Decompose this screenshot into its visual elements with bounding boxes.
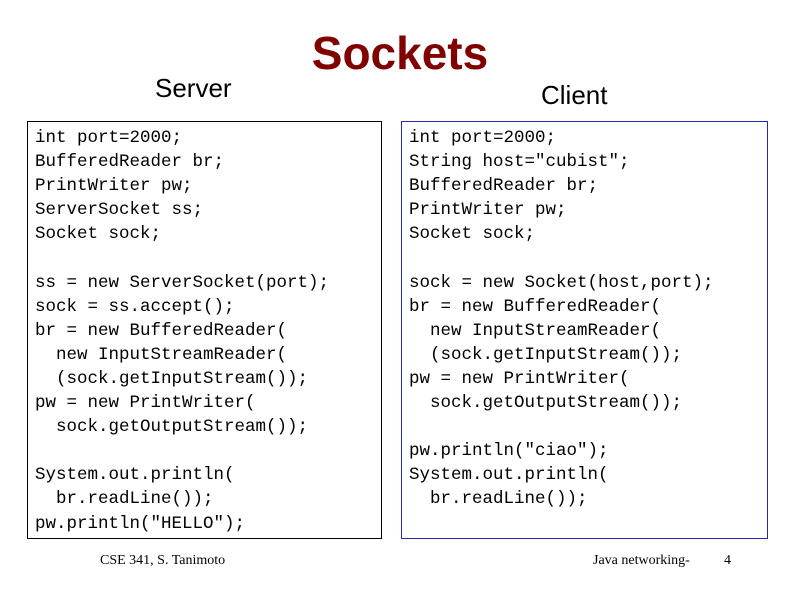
server-code-line: sock = ss.accept(); (35, 296, 235, 317)
server-code-line: new InputStreamReader( (35, 344, 288, 365)
server-code-line: ServerSocket ss; (35, 200, 204, 221)
client-code-line: String host="cubist"; (409, 152, 630, 173)
server-code-line: Socket sock; (35, 224, 162, 245)
server-code-line: sock.getOutputStream()); (35, 417, 309, 438)
server-code-line (35, 246, 381, 270)
slide-title: Sockets (311, 27, 489, 79)
server-code-line: BufferedReader br; (35, 152, 225, 173)
client-code-line (409, 415, 767, 439)
client-code-line: sock.getOutputStream()); (409, 393, 683, 414)
client-code-line (409, 246, 767, 270)
server-code-line: br = new BufferedReader( (35, 320, 288, 341)
client-code-line: BufferedReader br; (409, 176, 599, 197)
client-code-line: sock = new Socket(host,port); (409, 272, 714, 293)
client-code-line: int port=2000; (409, 128, 557, 148)
server-code-box: int port=2000; BufferedReader br; PrintW… (27, 121, 382, 539)
server-code-line: ss = new ServerSocket(port); (35, 272, 330, 293)
client-code-line: PrintWriter pw; (409, 200, 567, 221)
server-code-line: PrintWriter pw; (35, 176, 193, 197)
client-label: Client (541, 80, 608, 110)
server-code-line: pw.println("HELLO"); (35, 513, 246, 534)
server-code-line: br.readLine()); (35, 489, 214, 510)
footer-course: CSE 341, S. Tanimoto (100, 553, 226, 568)
client-code-box: int port=2000; String host="cubist"; Buf… (401, 121, 768, 539)
server-label: Server (155, 73, 232, 103)
server-code-line: (sock.getInputStream()); (35, 368, 309, 389)
footer-topic: Java networking- (593, 553, 690, 568)
client-code-line: System.out.println( (409, 465, 609, 486)
client-code-line: br = new BufferedReader( (409, 296, 662, 317)
client-code-line: pw.println("ciao"); (409, 441, 609, 462)
page-number: 4 (724, 553, 731, 568)
client-code-line: Socket sock; (409, 224, 536, 245)
client-code-line: pw = new PrintWriter( (409, 368, 630, 389)
server-code-line: pw = new PrintWriter( (35, 393, 256, 414)
server-code-line (35, 439, 381, 463)
client-code-line: (sock.getInputStream()); (409, 344, 683, 365)
server-code-line: int port=2000; (35, 128, 183, 148)
client-code-line: new InputStreamReader( (409, 320, 662, 341)
client-code-line: br.readLine()); (409, 489, 588, 510)
server-code-line: System.out.println( (35, 465, 235, 486)
